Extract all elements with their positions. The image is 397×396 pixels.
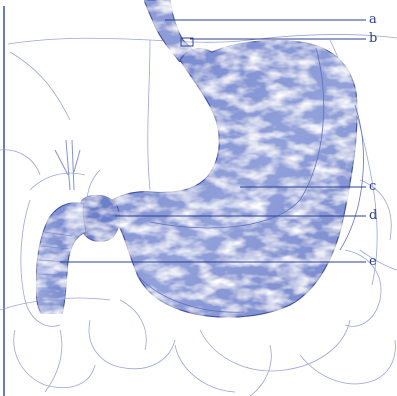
label-d: d <box>369 209 377 222</box>
stomach-body <box>100 40 357 317</box>
vessels <box>55 140 80 190</box>
pylorus <box>79 195 120 241</box>
label-c: c <box>369 180 376 193</box>
label-b: b <box>369 32 377 45</box>
label-a: a <box>369 13 377 26</box>
duodenum <box>36 203 86 314</box>
label-e: e <box>369 255 377 268</box>
